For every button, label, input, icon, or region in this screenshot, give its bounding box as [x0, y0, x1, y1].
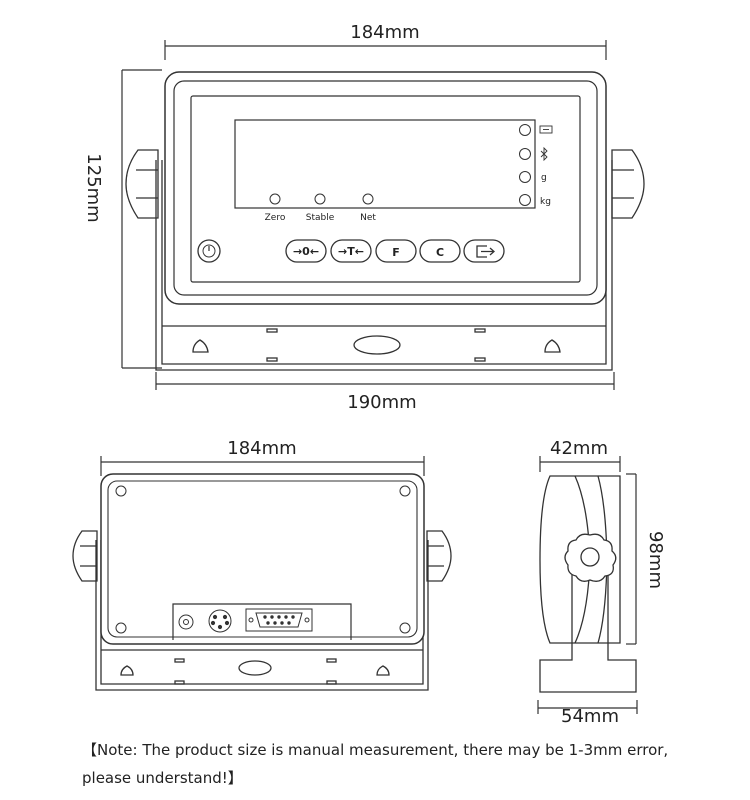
front-height-dimension	[121, 69, 162, 369]
sensor-connector	[208, 609, 232, 633]
gram-indicator-lamp	[519, 171, 531, 183]
front-left-knob	[125, 149, 159, 219]
battery-icon	[539, 125, 553, 134]
connector-plate	[172, 603, 352, 640]
front-right-knob	[611, 149, 645, 219]
front-width-dimension	[164, 40, 607, 60]
kilogram-unit-label: kg	[540, 197, 551, 207]
zero-key-label: →0←	[293, 245, 319, 258]
bluetooth-icon	[540, 146, 548, 162]
net-indicator-label: Net	[360, 213, 376, 223]
net-indicator-lamp	[362, 193, 374, 205]
zero-indicator-label: Zero	[265, 213, 286, 223]
front-panel	[190, 95, 581, 283]
back-view: 184mm	[72, 438, 452, 691]
side-base-label: 54mm	[561, 706, 619, 727]
power-jack	[178, 614, 194, 630]
side-depth-label: 42mm	[550, 438, 608, 459]
side-knob	[564, 533, 617, 582]
zero-key[interactable]: →0←	[285, 239, 327, 263]
back-left-knob	[72, 530, 98, 582]
stable-indicator-lamp	[314, 193, 326, 205]
back-width-dimension	[100, 456, 425, 476]
side-bracket	[539, 560, 637, 693]
note-line-2: please understand!】	[82, 769, 243, 787]
front-housing-inner	[173, 80, 598, 296]
display-window	[234, 119, 536, 209]
side-depth-dimension	[539, 456, 621, 472]
tare-key[interactable]: →T←	[330, 239, 372, 263]
front-height-label: 125mm	[83, 153, 104, 222]
zero-indicator-lamp	[269, 193, 281, 205]
bluetooth-indicator-lamp	[519, 148, 531, 160]
back-housing-inner	[107, 480, 418, 638]
f-key-label: F	[392, 246, 400, 259]
stable-indicator-label: Stable	[306, 213, 335, 223]
f-key[interactable]: F	[375, 239, 417, 263]
c-key-label: C	[436, 246, 444, 259]
side-base-dimension	[537, 700, 638, 714]
serial-port	[245, 608, 313, 632]
dimension-diagram: 184mm 125mm 190mm	[72, 22, 666, 727]
back-right-knob	[426, 530, 452, 582]
back-width-label: 184mm	[227, 438, 296, 459]
front-view: 184mm 125mm 190mm	[83, 22, 645, 413]
kilogram-indicator-lamp	[519, 194, 531, 206]
power-key[interactable]	[197, 239, 221, 263]
front-width-label: 184mm	[350, 22, 419, 43]
gram-unit-label: g	[541, 173, 547, 183]
side-view: 42mm 98mm 54mm	[537, 438, 666, 727]
side-height-label: 98mm	[645, 531, 666, 589]
back-screws	[115, 485, 411, 634]
front-bottom-width-label: 190mm	[347, 392, 416, 413]
note-line-1: 【Note: The product size is manual measur…	[82, 741, 669, 759]
enter-icon	[476, 245, 495, 258]
measurement-note: 【Note: The product size is manual measur…	[82, 736, 722, 792]
enter-key[interactable]	[463, 239, 505, 263]
back-housing	[100, 473, 425, 645]
battery-indicator-lamp	[519, 124, 531, 136]
tare-key-label: →T←	[338, 245, 364, 258]
c-key[interactable]: C	[419, 239, 461, 263]
side-height-dimension	[626, 473, 637, 645]
front-bottom-dimension	[155, 372, 615, 390]
front-housing	[164, 71, 607, 305]
